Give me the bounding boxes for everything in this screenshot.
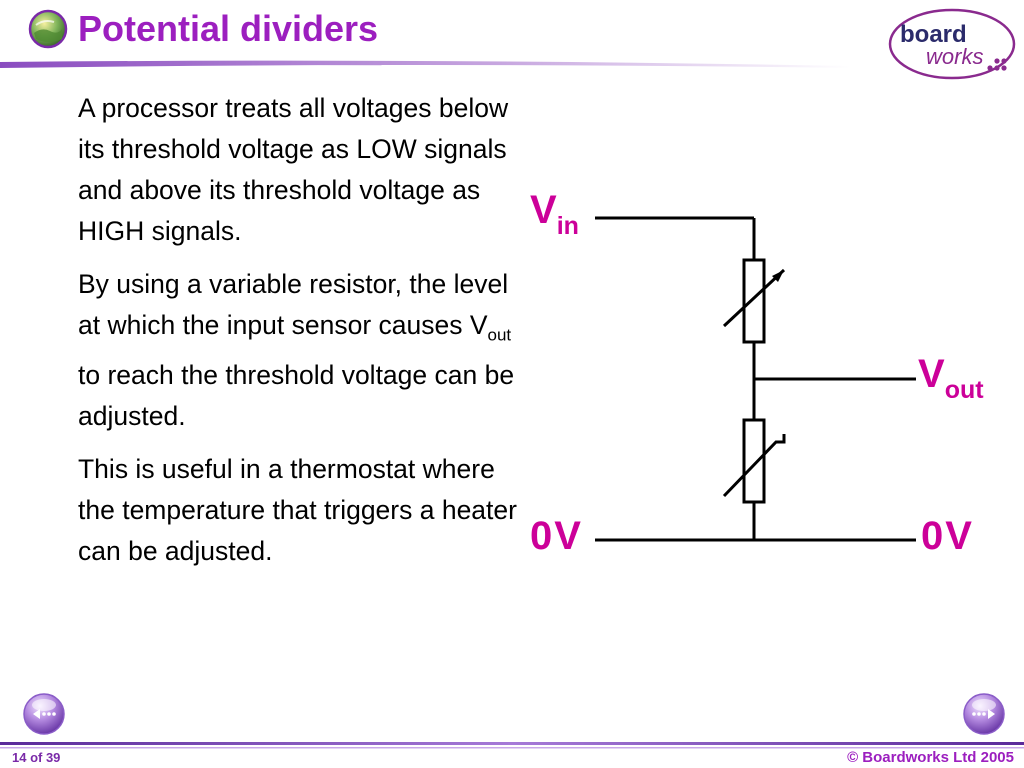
thermistor-line: [722, 434, 786, 498]
body-text: A processor treats all voltages below it…: [78, 88, 518, 584]
paragraph-1: A processor treats all voltages below it…: [78, 93, 509, 246]
paragraph-2: By using a variable resistor, the level …: [78, 264, 518, 437]
thermistor: [742, 418, 766, 504]
logo-text-works: works: [926, 44, 983, 69]
back-arrow-icon[interactable]: [22, 692, 66, 736]
zero-volt-label-right: 0V: [921, 514, 974, 558]
logo-text-board: board: [900, 21, 967, 48]
footer-bar: [0, 742, 1024, 749]
vout-label: Vout: [918, 352, 984, 405]
boardworks-logo: board works: [888, 8, 1016, 80]
title-underline: [0, 60, 850, 68]
page-indicator: 14 of 39: [12, 750, 61, 765]
paragraph-3: This is useful in a thermostat where the…: [78, 454, 517, 567]
paragraph-2-text-a: By using a variable resistor, the level …: [78, 269, 509, 340]
copyright: © Boardworks Ltd 2005: [847, 749, 1014, 766]
variable-resistor: [742, 258, 766, 344]
zero-volt-label-left: 0V: [530, 514, 583, 558]
vin-label: Vin: [530, 188, 579, 241]
page-title: Potential dividers: [78, 8, 379, 49]
paragraph-2-subscript: out: [487, 325, 512, 345]
forward-arrow-icon[interactable]: [962, 692, 1006, 736]
paragraph-2-text-b: to reach the threshold voltage can be ad…: [78, 360, 515, 432]
potential-divider-circuit: [595, 216, 916, 542]
variable-resistor-arrowhead: [772, 270, 784, 282]
variable-resistor-arrow: [722, 268, 786, 328]
globe-icon: [28, 9, 68, 49]
